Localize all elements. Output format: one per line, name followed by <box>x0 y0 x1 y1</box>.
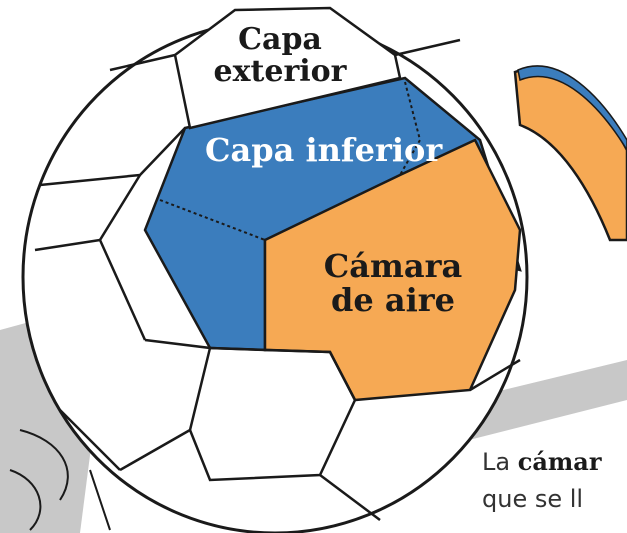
outer-layer-label: Capa exterior <box>192 24 368 87</box>
air-chamber-label-line1: Cámara <box>323 247 463 285</box>
air-chamber-label-line2: de aire <box>331 280 455 319</box>
cutaway-blue-edge <box>517 65 627 152</box>
caption-line1: La cámar <box>482 443 627 481</box>
panel-seams <box>34 38 521 521</box>
air-chamber-label: Cámara de aire <box>300 247 486 319</box>
cutaway-piece <box>513 67 627 242</box>
background-sketch <box>9 429 111 531</box>
caption-bold-term: cámar <box>517 447 602 476</box>
caption-lead: La <box>482 448 511 476</box>
outer-layer-label-line1: Capa <box>238 22 322 57</box>
outer-layer-label-line2: exterior <box>213 53 347 89</box>
inner-layer-label: Capa inferior <box>205 131 443 169</box>
caption-line2: que se ll <box>482 485 584 514</box>
caption-text: La cámar que se ll <box>482 443 627 518</box>
stitch-lines <box>159 81 422 241</box>
